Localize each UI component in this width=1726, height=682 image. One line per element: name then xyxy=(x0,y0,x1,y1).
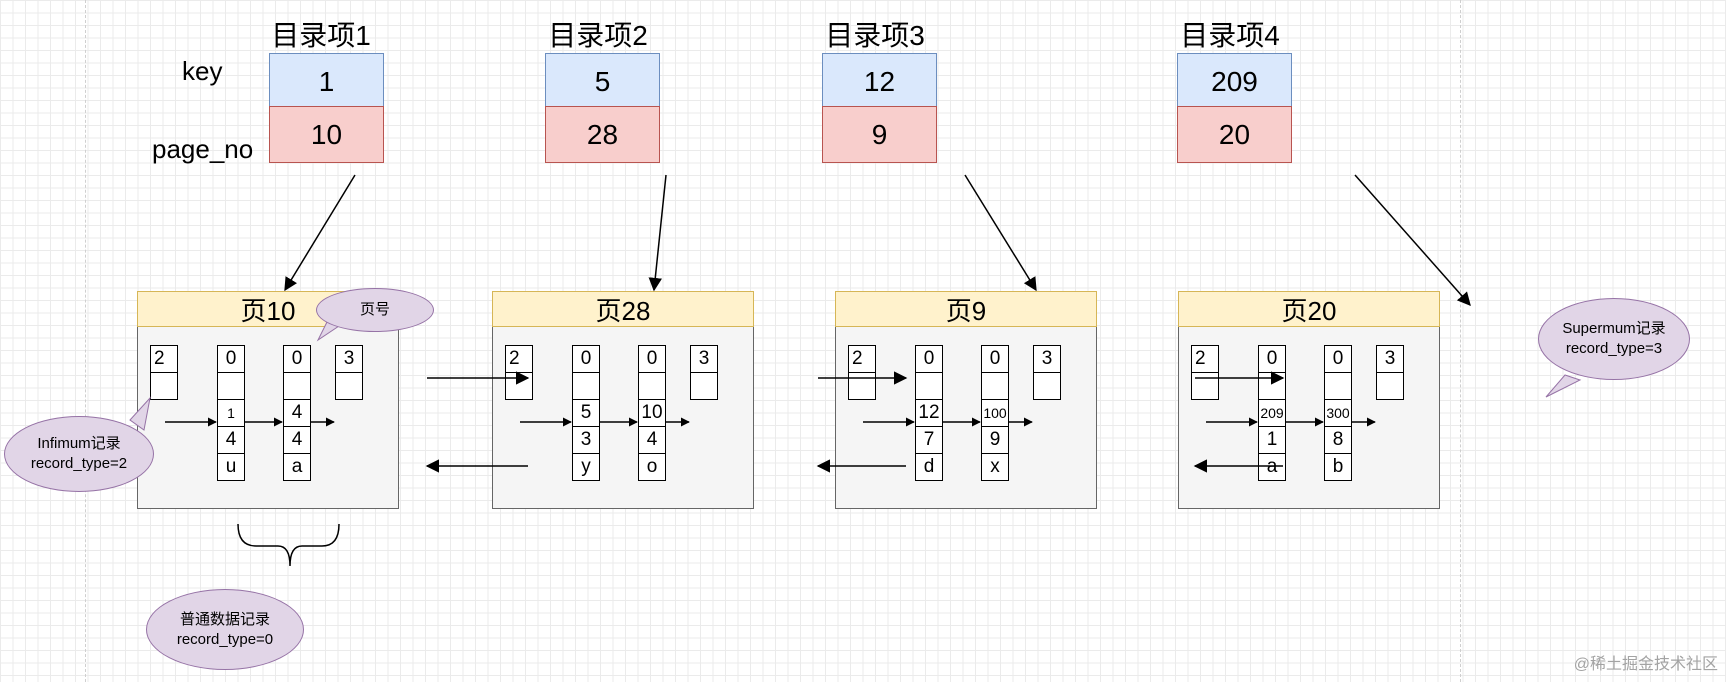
page-title: 页9 xyxy=(835,291,1097,327)
supremum-callout-tail xyxy=(1545,374,1582,398)
directory-page-no: 9 xyxy=(822,106,937,163)
callout-line: Supermum记录 xyxy=(1562,320,1666,337)
directory-title: 目录项1 xyxy=(271,20,371,51)
infimum-record: 2 xyxy=(1191,345,1219,373)
record-next-pointer xyxy=(915,372,943,400)
page-no-row-label: page_no xyxy=(152,134,254,164)
record-field: y xyxy=(572,453,600,481)
page-body: 2 0 209 1 a 0 300 8 b 3 xyxy=(1178,327,1440,509)
record-head: 0 xyxy=(981,345,1009,373)
record-field: b xyxy=(1324,453,1352,481)
infimum-callout: Infimum记录 record_type=2 xyxy=(4,416,154,492)
record-field: a xyxy=(283,453,311,481)
watermark: @稀土掘金技术社区 xyxy=(1573,656,1718,673)
supremum-bottom-cell xyxy=(1376,372,1404,400)
normal-records-brace xyxy=(237,523,340,567)
directory-title: 目录项3 xyxy=(825,20,925,51)
dir4-to-page-arrow xyxy=(1354,174,1471,307)
supremum-bottom-cell xyxy=(335,372,363,400)
page-body: 2 0 1 4 u 0 4 4 a 3 xyxy=(137,327,399,509)
guide-line-right xyxy=(1460,0,1461,682)
record-head: 0 xyxy=(217,345,245,373)
directory-title: 目录项4 xyxy=(1180,20,1280,51)
record-head: 0 xyxy=(1324,345,1352,373)
data-page-4: 页20 2 0 209 1 a 0 300 8 b 3 xyxy=(1178,291,1440,509)
page-title: 页28 xyxy=(492,291,754,327)
data-page-1: 页10 2 0 1 4 u 0 4 4 a 3 xyxy=(137,291,399,509)
record-key: 100 xyxy=(981,399,1009,427)
infimum-next-pointer xyxy=(848,372,876,400)
record-key: 300 xyxy=(1324,399,1352,427)
infimum-callout-tail xyxy=(129,396,151,431)
record-head: 0 xyxy=(915,345,943,373)
page-body: 2 0 5 3 y 0 10 4 o 3 xyxy=(492,327,754,509)
supremum-record: 3 xyxy=(690,345,718,373)
callout-line: 页号 xyxy=(359,301,390,318)
supremum-callout: Supermum记录 record_type=3 xyxy=(1538,298,1690,380)
infimum-next-pointer xyxy=(1191,372,1219,400)
record-field: o xyxy=(638,453,666,481)
supremum-bottom-cell xyxy=(1033,372,1061,400)
record-head: 0 xyxy=(283,345,311,373)
page-title: 页20 xyxy=(1178,291,1440,327)
infimum-record: 2 xyxy=(150,345,178,373)
directory-key: 5 xyxy=(545,53,660,110)
normal-record-callout: 普通数据记录 record_type=0 xyxy=(146,589,304,670)
record-field: 4 xyxy=(283,426,311,454)
directory-key: 209 xyxy=(1177,53,1292,110)
callout-line: record_type=2 xyxy=(30,455,128,472)
callout-line: Infimum记录 xyxy=(37,435,121,452)
record-key: 12 xyxy=(915,399,943,427)
directory-key: 12 xyxy=(822,53,937,110)
record-next-pointer xyxy=(283,372,311,400)
record-next-pointer xyxy=(638,372,666,400)
data-page-2: 页28 2 0 5 3 y 0 10 4 o 3 xyxy=(492,291,754,509)
directory-page-no: 10 xyxy=(269,106,384,163)
record-field: x xyxy=(981,453,1009,481)
data-page-3: 页9 2 0 12 7 d 0 100 9 x 3 xyxy=(835,291,1097,509)
callout-line: 普通数据记录 xyxy=(179,610,270,628)
directory-page-no: 20 xyxy=(1177,106,1292,163)
record-field: d xyxy=(915,453,943,481)
key-row-label: key xyxy=(182,56,223,86)
guide-line-left xyxy=(85,0,86,682)
directory-page-no: 28 xyxy=(545,106,660,163)
page-no-callout: 页号 xyxy=(316,288,434,332)
record-field: 4 xyxy=(638,426,666,454)
infimum-next-pointer xyxy=(150,372,178,400)
callout-line: record_type=0 xyxy=(176,630,274,648)
record-head: 0 xyxy=(1258,345,1286,373)
record-field: u xyxy=(217,453,245,481)
supremum-record: 3 xyxy=(1033,345,1061,373)
record-field: 4 xyxy=(217,426,245,454)
record-next-pointer xyxy=(981,372,1009,400)
callout-line: record_type=3 xyxy=(1565,340,1663,357)
supremum-bottom-cell xyxy=(690,372,718,400)
dir2-to-page-arrow xyxy=(648,174,667,292)
directory-title: 目录项2 xyxy=(548,20,648,51)
infimum-record: 2 xyxy=(505,345,533,373)
record-key: 209 xyxy=(1258,399,1286,427)
record-next-pointer xyxy=(1324,372,1352,400)
dir1-to-page-arrow xyxy=(284,174,356,292)
dir3-to-page-arrow xyxy=(964,174,1037,292)
page-body: 2 0 12 7 d 0 100 9 x 3 xyxy=(835,327,1097,509)
